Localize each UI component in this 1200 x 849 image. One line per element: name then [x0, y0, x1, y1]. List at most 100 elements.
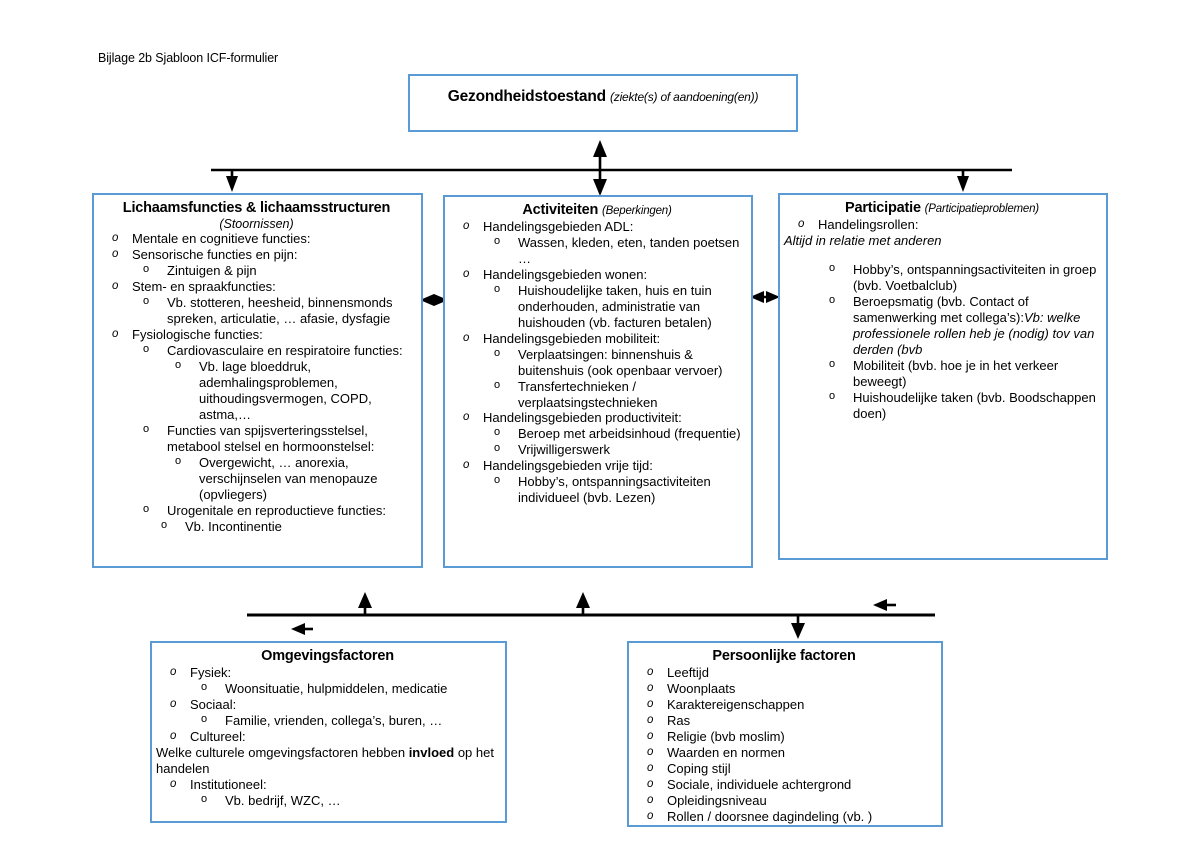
bullet-icon: o [829, 261, 836, 274]
list-item-label: Cultureel: [190, 728, 246, 744]
arrow-down-participation [957, 176, 969, 192]
spacer [784, 249, 1100, 262]
list-item-label: Mobiliteit (bvb. hoe je in het verkeer b… [853, 357, 1059, 389]
list-item-label: Waarden en normen [667, 744, 786, 760]
participation-title-text: Participatie [845, 200, 921, 216]
list-item-label: Vb. lage bloeddruk, ademhalingsproblemen… [199, 358, 372, 422]
list-item-label: Huishoudelijke taken (bvb. Boodschappen … [853, 389, 1096, 421]
list-item-label: Transfertechnieken / verplaatsingstechni… [518, 378, 658, 410]
list-item: o Huishoudelijke taken (bvb. Boodschappen… [816, 390, 1100, 422]
list-item-label: Functies van spijsverteringsstelsel, met… [167, 422, 375, 454]
body-functions-box: Lichaamsfuncties & lichaamsstructuren (S… [92, 193, 423, 568]
bullet-icon: o [143, 422, 150, 435]
cultural-note-after: op het handelen [156, 744, 494, 776]
bullet-icon: o [463, 331, 470, 344]
arrow-up-middle [576, 592, 590, 608]
list-item-label: Beroep met arbeidsinhoud (frequentie) [518, 426, 741, 442]
bullet-icon: o [175, 358, 182, 371]
bullet-icon: o [647, 809, 654, 822]
bullet-icon: o [175, 454, 182, 467]
bullet-icon: o [494, 474, 501, 487]
list-item-label: Ras [667, 712, 691, 728]
bullet-icon: o [463, 267, 470, 280]
bullet-icon: o [829, 389, 836, 402]
list-item-label: Hobby’s, ontspanningsactiviteiten in gro… [853, 261, 1097, 293]
document-header: Bijlage 2b Sjabloon ICF-formulier [98, 51, 279, 65]
health-condition-title: Gezondheidstoestand (ziekte(s) of aandoe… [410, 88, 796, 106]
bullet-icon: o [647, 681, 654, 694]
bullet-icon: o [201, 792, 208, 805]
activities-title-text: Activiteiten [522, 202, 599, 218]
list-item-label: Vrijwilligerswerk [518, 442, 610, 458]
arrow-left-upper [873, 599, 887, 611]
arrow-up-left [358, 592, 372, 608]
arrow-down-activities [593, 179, 607, 196]
list-item-label: Woonsituatie, hulpmiddelen, medicatie [225, 680, 448, 696]
arrow-down-personal-factors [791, 623, 805, 639]
activities-subtitle: (Beperkingen) [601, 205, 672, 217]
environmental-cultural-note: Welke culturele omgevingsfactoren hebben… [156, 745, 499, 777]
list-item: o Woonsituatie, hulpmiddelen, medicatie [188, 681, 499, 697]
bullet-icon: o [463, 459, 470, 472]
participation-list: o Hobby’s, ontspanningsactiviteiten in gr… [784, 262, 1100, 422]
arrow-left-lower [291, 623, 305, 635]
list-item-label: Vb. Incontinentie [185, 518, 282, 534]
list-item-label: Opleidingsniveau [667, 792, 767, 808]
list-item-label: Cardiovasculaire en respiratoire functie… [167, 342, 403, 358]
bullet-icon: o [463, 411, 470, 424]
arrow-up-health [593, 140, 607, 157]
list-item: o Functies van spijsverteringsstelsel, me… [130, 423, 415, 455]
environmental-factors-title: Omgevingsfactoren [261, 648, 394, 664]
bullet-icon: o [494, 442, 501, 455]
list-item: o Vrijwilligerswerk [481, 442, 745, 458]
personal-factors-title: Persoonlijke factoren [712, 648, 856, 664]
list-item-label: Coping stijl [667, 760, 731, 776]
list-item-label: Beroepsmatig (bvb. Contact of samenwerki… [853, 293, 1029, 325]
bullet-icon: o [201, 680, 208, 693]
list-item-label: Handelingsgebieden mobiliteit: [483, 330, 661, 346]
cultural-note-bold: invloed [408, 744, 455, 760]
list-item-label: Hobby’s, ontspanningsactiviteiten indivi… [518, 474, 711, 506]
list-item-label: Verplaatsingen: binnenshuis & buitenshui… [518, 346, 723, 378]
bullet-icon: o [494, 346, 501, 359]
list-item-label: Sensorische functies en pijn: [132, 247, 298, 263]
health-condition-box: Gezondheidstoestand (ziekte(s) of aandoe… [408, 74, 798, 132]
bullet-icon: o [170, 697, 177, 710]
bullet-icon: o [112, 327, 119, 340]
bullet-icon: o [798, 217, 805, 230]
list-item: o Hobby’s, ontspanningsactiviteiten in gr… [816, 262, 1100, 294]
bullet-icon: o [143, 263, 150, 276]
bullet-icon: o [647, 697, 654, 710]
bullet-icon: o [647, 745, 654, 758]
body-functions-content: Lichaamsfuncties & lichaamsstructuren (S… [94, 195, 421, 535]
